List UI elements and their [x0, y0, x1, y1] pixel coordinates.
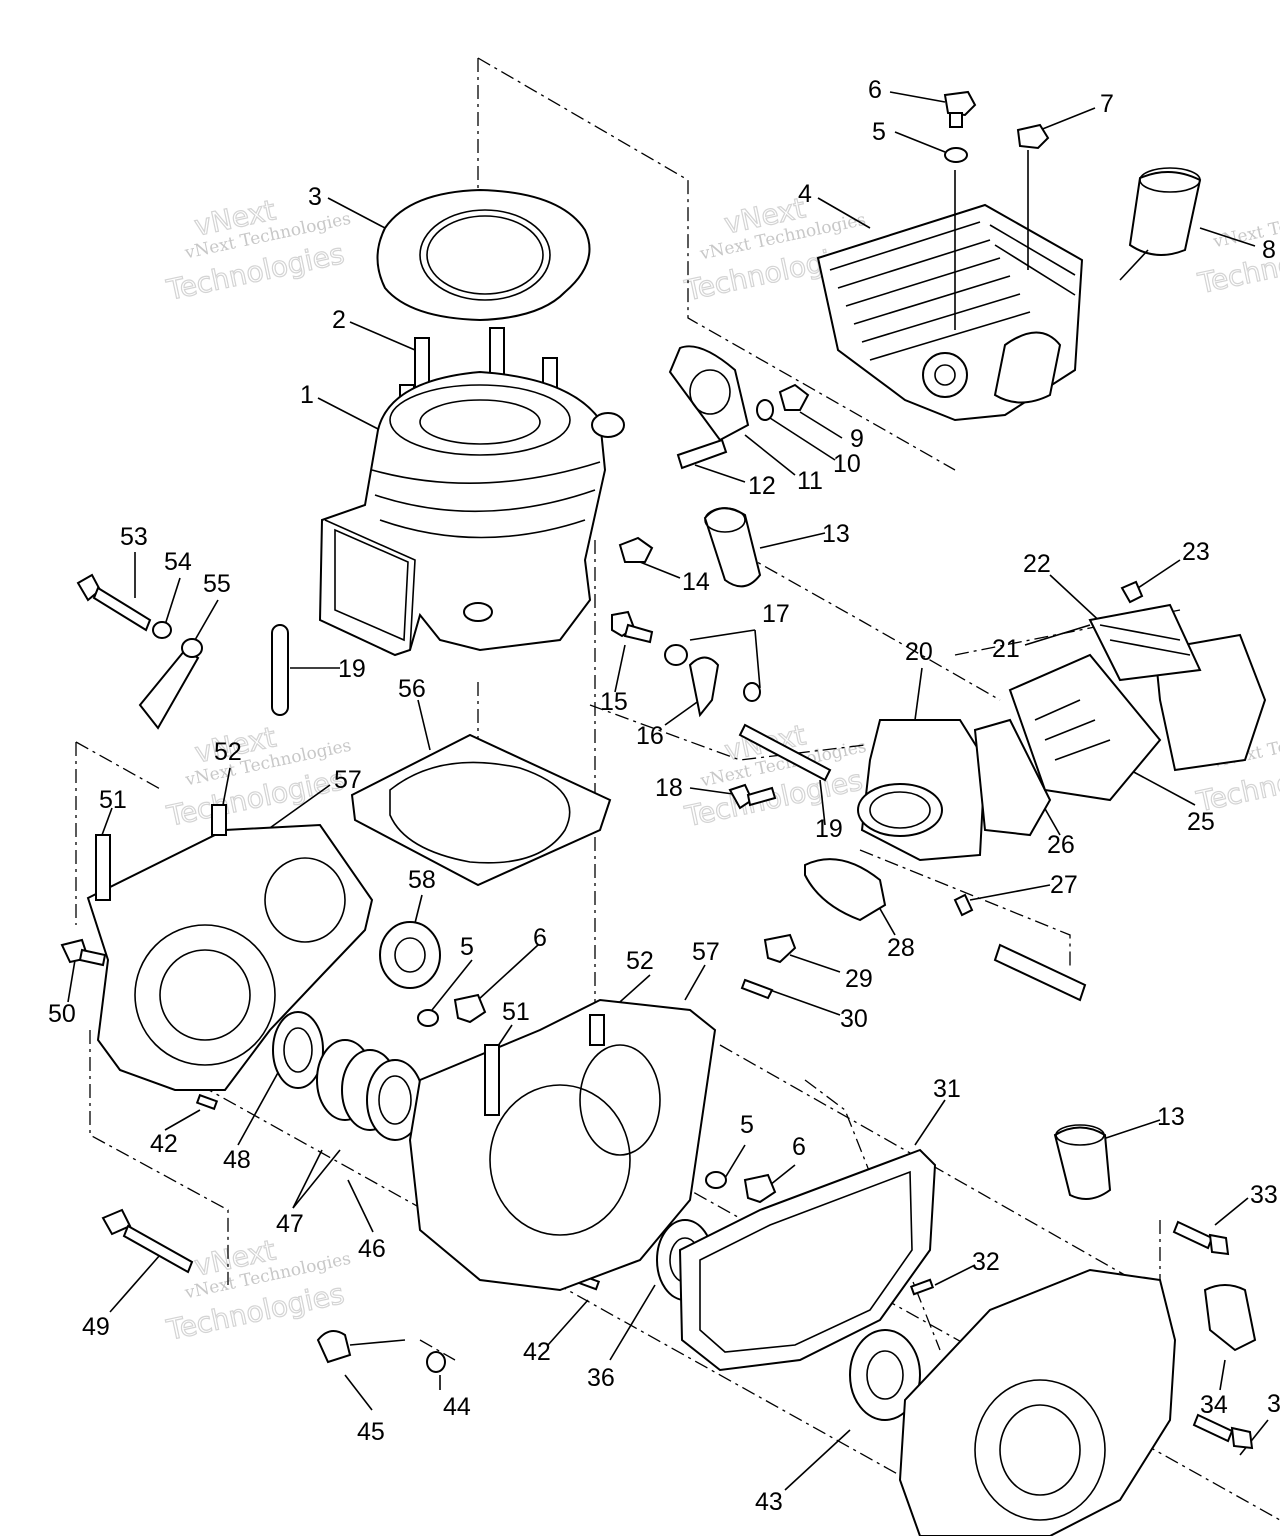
callout-label: 26: [1047, 831, 1075, 859]
callout-label: 29: [845, 965, 873, 993]
nut-14: [618, 536, 654, 563]
elbow-13b: [1053, 1124, 1112, 1200]
clamp-28: [804, 858, 887, 922]
banjo-fitting: [664, 644, 761, 718]
bearing-58: [379, 921, 441, 989]
callout-label: 42: [150, 1130, 178, 1158]
callout-label: 48: [223, 1146, 251, 1174]
callout-label: 31: [933, 1075, 961, 1103]
clamp-19: [271, 624, 832, 782]
callout-label: 52: [626, 947, 654, 975]
callout-label: 11: [797, 467, 823, 495]
callout-label: 23: [1182, 538, 1210, 566]
washer-bolt: [417, 993, 487, 1027]
crankcase-right: [408, 998, 777, 1292]
callout-label: 46: [358, 1235, 386, 1263]
callout-label: 51: [99, 786, 127, 814]
callout-label: 44: [443, 1393, 471, 1421]
callout-label: 8: [1262, 236, 1276, 264]
bearing-43: [849, 1329, 921, 1421]
callout-label: 34: [1200, 1391, 1228, 1419]
bolt-33: [1172, 1220, 1257, 1450]
callout-label: 2: [332, 306, 346, 334]
callout-label: 7: [1100, 90, 1114, 118]
callout-label: 16: [636, 722, 664, 750]
drain-plug: [316, 1330, 446, 1373]
callout-label: 25: [1187, 808, 1215, 836]
callout-label: 6: [792, 1133, 806, 1161]
callout-label: 5: [872, 118, 886, 146]
gasket-31: [678, 1148, 937, 1372]
base-gasket: [350, 733, 612, 887]
callout-label: 27: [1050, 871, 1078, 899]
callout-labels: 6 7 5 3 4 8 2 1 9 10 11 12 13 14 53 54 5…: [48, 76, 1280, 1516]
callout-label: 42: [523, 1338, 551, 1366]
callout-label: 36: [587, 1364, 615, 1392]
crankcase-outer: [898, 1268, 1177, 1536]
callout-label: 57: [692, 938, 720, 966]
callout-label: 12: [748, 472, 776, 500]
flange-gasket: [668, 345, 750, 442]
bolt-49: [101, 1208, 194, 1274]
callout-label: 9: [850, 425, 864, 453]
callout-label: 30: [840, 1005, 868, 1033]
callout-label: 54: [164, 548, 192, 576]
callout-label: 49: [82, 1313, 110, 1341]
callout-label: 17: [762, 600, 790, 628]
intake-manifold: [857, 719, 987, 862]
head-bolts: [943, 90, 1050, 330]
head-gasket: [376, 188, 591, 322]
plug-29: [740, 933, 797, 1000]
callout-label: 55: [203, 570, 231, 598]
callout-label: 5: [740, 1111, 754, 1139]
callout-label: 33: [1250, 1181, 1278, 1209]
bolt-53: [76, 573, 203, 730]
callout-label: 4: [798, 180, 812, 208]
callout-label: 50: [48, 1000, 76, 1028]
callout-label: 1: [300, 381, 314, 409]
callout-label: 6: [533, 924, 547, 952]
crankcase-left: [60, 804, 374, 1091]
parts: [60, 90, 1267, 1536]
callout-label: 45: [357, 1418, 385, 1446]
callout-label: 57: [334, 766, 362, 794]
callout-label: 18: [655, 774, 683, 802]
callout-label: 19: [338, 655, 366, 683]
callout-label: 21: [992, 635, 1020, 663]
stud-12: [676, 438, 728, 470]
intake-sleeve: [1119, 167, 1202, 281]
callout-label: 19: [815, 815, 843, 843]
callout-label: 56: [398, 675, 426, 703]
reed-petals: [1088, 580, 1202, 682]
nut-washer: [756, 383, 810, 421]
callout-label: 14: [682, 568, 710, 596]
callout-label: 51: [502, 998, 530, 1026]
plate-27: [953, 893, 1087, 1002]
callout-label: 13: [1157, 1103, 1185, 1131]
callout-label: 32: [972, 1248, 1000, 1276]
callout-label: 53: [120, 523, 148, 551]
callout-label: 52: [214, 738, 242, 766]
callout-label: 6: [868, 76, 882, 104]
bolt-15: [611, 610, 654, 644]
crank-bearings: [272, 1011, 424, 1141]
callout-label: 13: [822, 520, 850, 548]
callout-label: 58: [408, 866, 436, 894]
callout-label: 5: [460, 933, 474, 961]
cylinder-head: [816, 203, 1084, 422]
callout-label: 3: [308, 183, 322, 211]
bolt-18: [728, 783, 777, 810]
pin-32: [909, 1278, 935, 1296]
cylinder: [318, 370, 625, 657]
callout-label: 47: [276, 1210, 304, 1238]
callout-label: 22: [1023, 550, 1051, 578]
elbow-13: [703, 507, 762, 588]
callout-label: 43: [755, 1488, 783, 1516]
callout-label: 15: [600, 688, 628, 716]
callout-label: 3: [1267, 1390, 1280, 1418]
callout-label: 28: [887, 934, 915, 962]
callout-label: 20: [905, 638, 933, 666]
callout-label: 10: [833, 450, 861, 478]
